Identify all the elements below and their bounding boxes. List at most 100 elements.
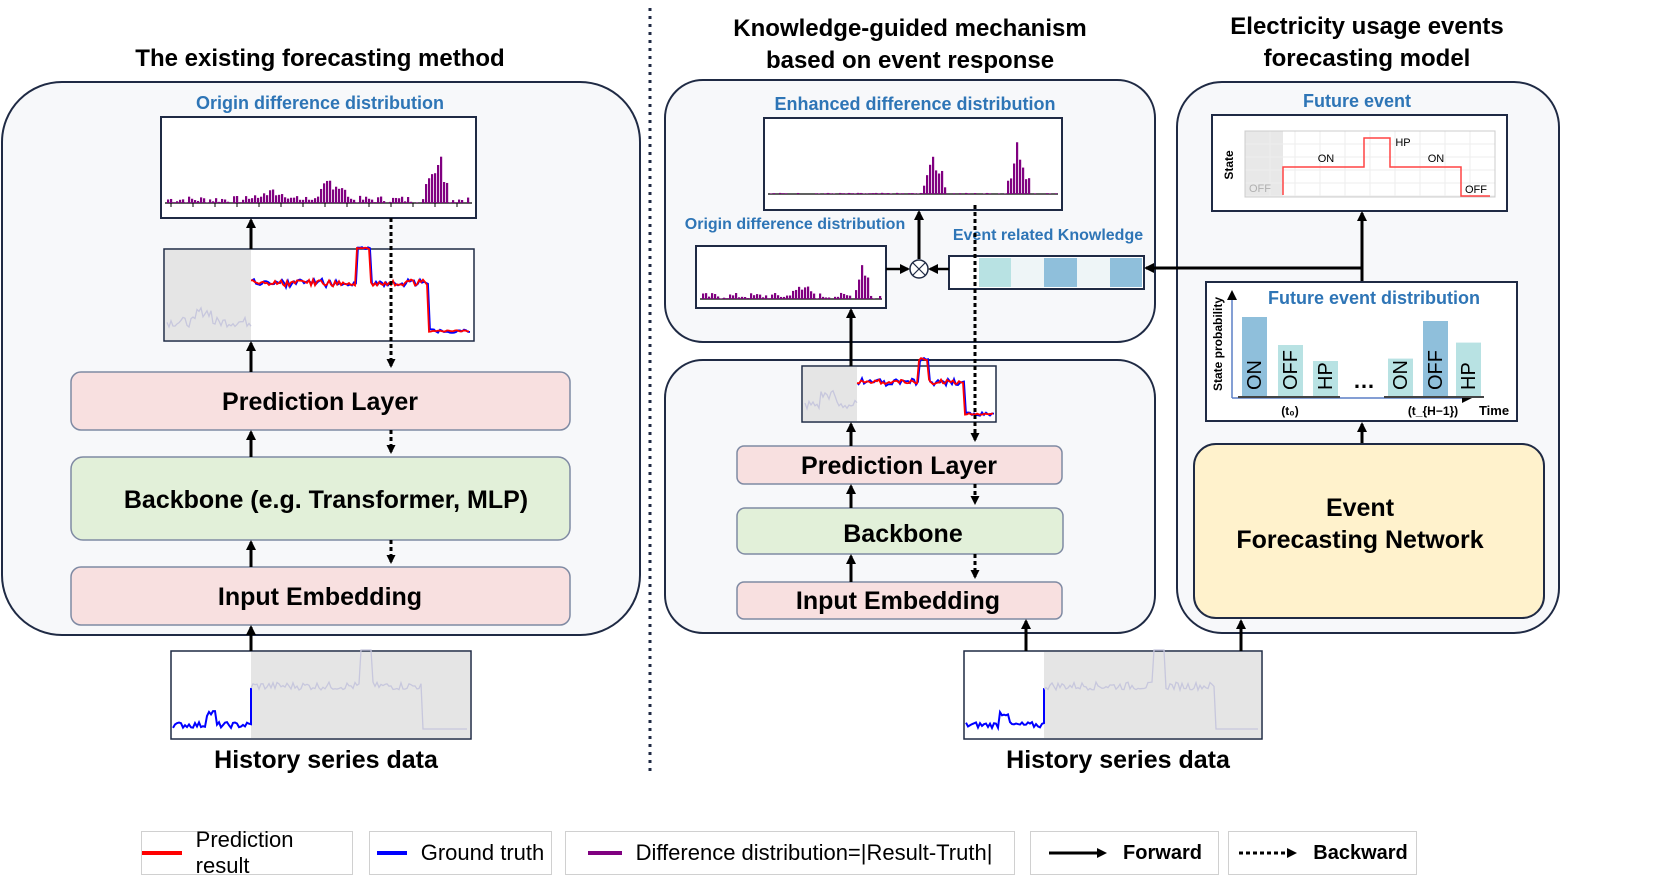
dist-bar xyxy=(374,202,377,203)
dist-bar xyxy=(299,199,302,203)
dist-bar xyxy=(926,175,929,194)
state-label-off-end: OFF xyxy=(1465,184,1487,196)
dist-bar xyxy=(842,193,845,194)
dist-bar xyxy=(834,296,837,299)
dist-bar xyxy=(840,292,843,299)
dist-bar xyxy=(768,298,771,299)
dist-bar xyxy=(1055,193,1058,194)
knowledge-cell-2 xyxy=(1011,258,1044,287)
dist-bar xyxy=(864,275,867,299)
left-backbone[interactable] xyxy=(70,456,571,541)
state-label-on-1: ON xyxy=(1318,153,1335,165)
dist-bar xyxy=(257,197,260,203)
dist-bar xyxy=(837,296,840,299)
middle-history-lines xyxy=(965,649,1258,732)
dist-bar xyxy=(323,183,326,203)
network-label-line2: Forecasting Network xyxy=(1236,526,1483,554)
dist-bar xyxy=(197,200,200,203)
dist-bar xyxy=(708,296,711,299)
dist-bar xyxy=(188,196,191,203)
history-faded xyxy=(1043,649,1258,730)
dist-bar xyxy=(729,294,732,299)
dist-bar xyxy=(425,184,428,203)
middle-backbone[interactable] xyxy=(736,507,1064,555)
dist-bar xyxy=(867,277,870,299)
dist-bar xyxy=(795,289,798,299)
left-input-embedding[interactable] xyxy=(70,566,571,626)
dist-bar xyxy=(998,193,1001,194)
dist-bar xyxy=(855,290,858,299)
dist-bar xyxy=(851,193,854,194)
dist-bar xyxy=(314,198,317,203)
dist-bar xyxy=(218,201,221,203)
knowledge-cell-3 xyxy=(1044,258,1077,287)
middle-prediction-layer[interactable] xyxy=(736,445,1063,485)
left-title: The existing forecasting method xyxy=(135,45,504,72)
dist-bar xyxy=(801,289,804,299)
dist-bar xyxy=(227,201,230,203)
dist-bar xyxy=(407,197,410,203)
dist-bar xyxy=(269,190,272,203)
dist-bar xyxy=(308,199,311,203)
dist-bar xyxy=(182,199,185,203)
dist-bar xyxy=(762,297,765,299)
left-history-label: History series data xyxy=(214,746,439,774)
dist-bar xyxy=(383,201,386,203)
dist-bar xyxy=(744,297,747,299)
dist-bar xyxy=(702,293,705,299)
dist-bar xyxy=(750,293,753,299)
state-label-hp: HP xyxy=(1395,137,1410,149)
dist-bar xyxy=(875,192,878,194)
dist-bar xyxy=(290,197,293,203)
backbone-panel xyxy=(664,359,1156,634)
dist-bar xyxy=(422,199,425,203)
dist-bar xyxy=(741,296,744,299)
future-dist-bar-label: ON xyxy=(1390,360,1412,390)
dist-bar xyxy=(461,200,464,203)
dist-bar xyxy=(846,295,849,299)
middle-series-lines xyxy=(804,356,995,417)
dist-bar xyxy=(377,197,380,203)
dist-bar xyxy=(455,202,458,203)
future-event-frame xyxy=(1244,130,1496,198)
dist-bar xyxy=(816,298,819,299)
dist-bar xyxy=(756,294,759,299)
dist-bar xyxy=(872,193,875,194)
legend-forward-arrow xyxy=(1049,848,1108,858)
future-dist-title: Future event distribution xyxy=(1268,288,1480,308)
event-forecasting-network[interactable] xyxy=(1193,443,1545,619)
dist-bar xyxy=(783,296,786,299)
dist-bar xyxy=(873,298,876,299)
left-prediction-label: Prediction Layer xyxy=(222,388,418,416)
dist-bar xyxy=(380,196,383,203)
dist-bar xyxy=(968,193,971,194)
prob-axis-label: State probability xyxy=(1211,297,1225,391)
future-dist-bar xyxy=(1423,321,1448,397)
dist-bar xyxy=(215,198,218,203)
middle-input-embedding[interactable] xyxy=(736,581,1063,620)
dist-bar xyxy=(920,192,923,194)
left-input-label: Input Embedding xyxy=(218,583,422,611)
middle-history-label: History series data xyxy=(1006,746,1231,774)
left-prediction-layer[interactable] xyxy=(70,371,571,431)
left-dist-title: Origin difference distribution xyxy=(196,93,444,113)
dist-bar xyxy=(770,193,773,194)
dist-bar xyxy=(914,193,917,194)
dist-bar xyxy=(884,193,887,194)
legend-backward: Backward xyxy=(1228,831,1417,875)
dist-bar xyxy=(350,198,353,203)
dist-bar xyxy=(849,295,852,299)
future-dist-bar xyxy=(1456,342,1481,397)
tick-th: (t_{H−1}) xyxy=(1408,404,1458,418)
dist-bar xyxy=(887,193,890,194)
dist-bar xyxy=(251,198,254,203)
dist-bar xyxy=(1010,178,1013,194)
dist-bar xyxy=(326,180,329,203)
right-title-line1: Electricity usage events xyxy=(1230,13,1503,40)
origin-dist-bars xyxy=(700,265,882,300)
legend-truth-swatch xyxy=(376,851,407,855)
dist-bar xyxy=(782,193,785,194)
dist-bar xyxy=(953,193,956,194)
dist-bar xyxy=(780,296,783,299)
